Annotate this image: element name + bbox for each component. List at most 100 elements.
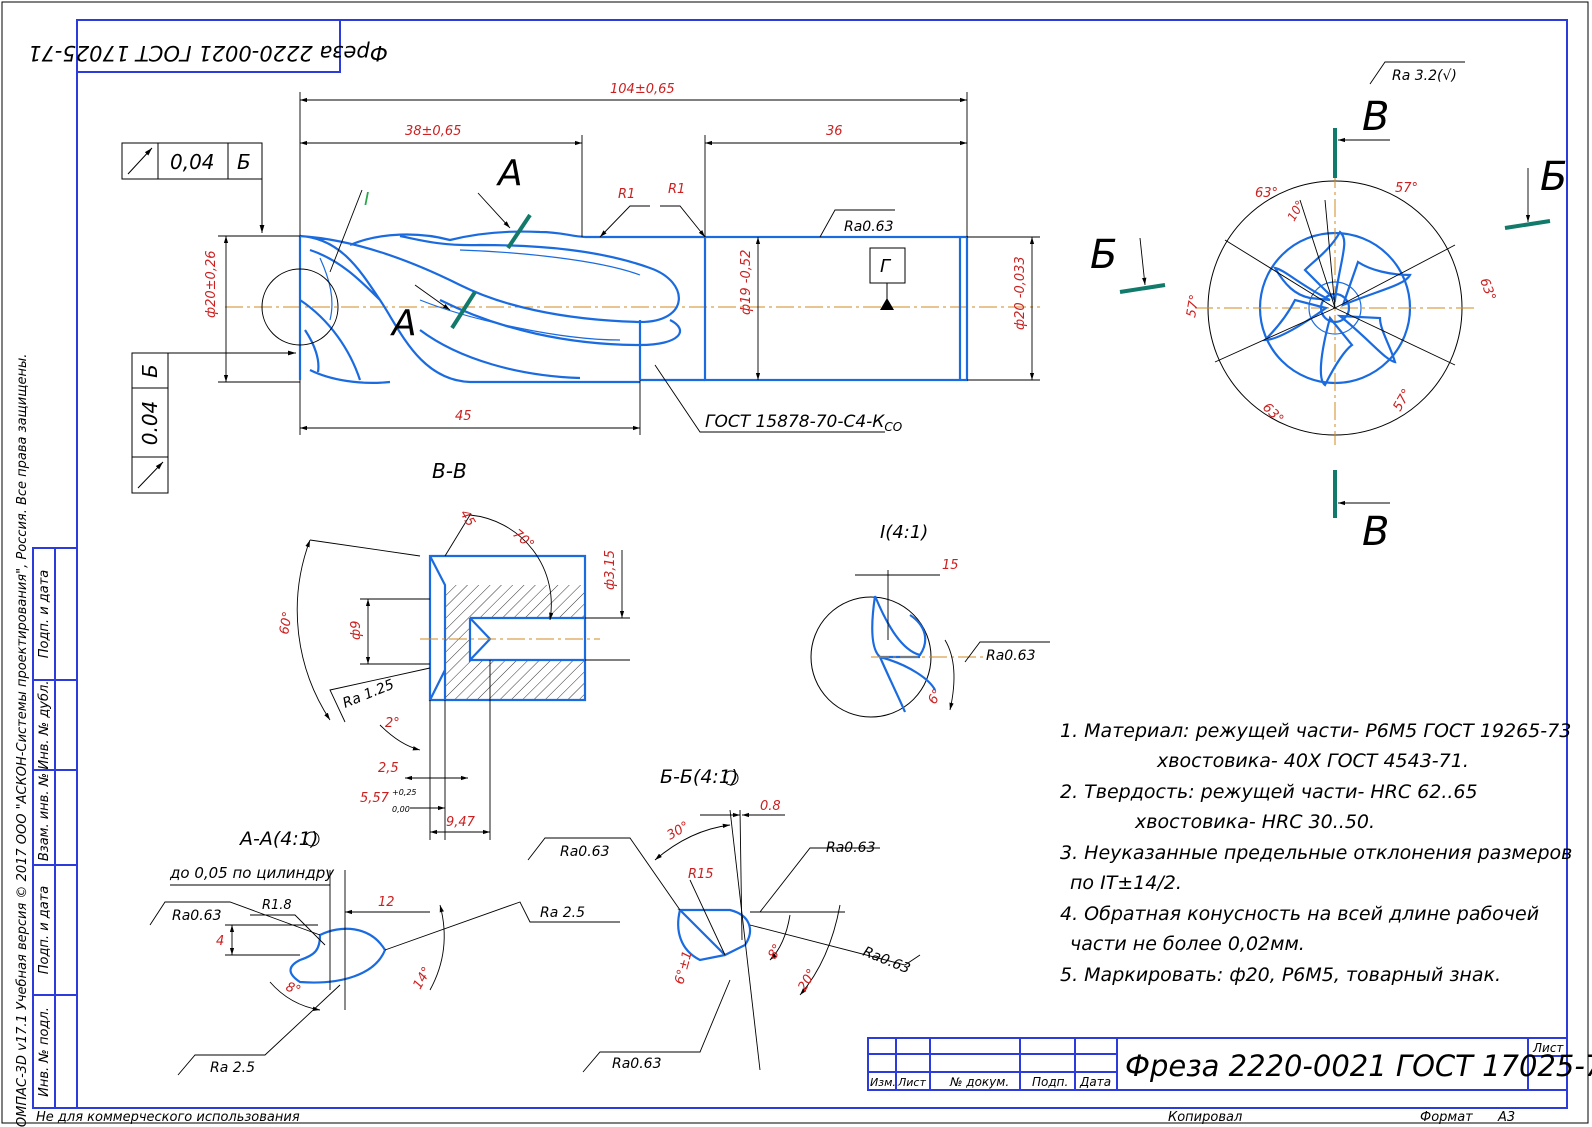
col-list: Лист [897, 1076, 926, 1089]
vv-d9: ф9 [349, 621, 364, 640]
r1-right: R1 [668, 182, 685, 197]
drawing-frame [76, 19, 1568, 1109]
bb-ra4: Ra0.63 [612, 1056, 661, 1072]
angle-63-right: 63° [1476, 276, 1498, 303]
aa-d12: 12 [378, 895, 395, 910]
aa-ra2: Ra 2.5 [540, 905, 585, 921]
ra-shank: Ra0.63 [844, 219, 893, 235]
strip-cell-3: Взам. инв. № [37, 773, 52, 861]
note-3b: по IT±14/2. [1070, 872, 1182, 894]
sec-b-left: Б [1090, 232, 1117, 278]
aa-r18: R1.8 [262, 898, 292, 913]
section-vv: В-В 60° 45 70° ф9 ф3,15 Ra 1.25 2° 2,5 5… [277, 459, 630, 840]
section-bb: Б-Б(4:1) 0.8 30° R15 Ra0.63 Ra0.63 Ra0.6… [527, 766, 921, 1073]
bb-r15: R15 [688, 867, 714, 882]
note-5: 5. Маркировать: ф20, Р6М5, товарный знак… [1060, 964, 1501, 986]
cutting-flutes [298, 230, 682, 384]
end-view: 63° 57° 63° 57° 63° 57° 10° Ra 3.2(√) В … [1090, 61, 1567, 555]
vv-a60: 60° [277, 610, 296, 635]
gost-note: ГОСТ 15878-70-С4-КСО [705, 412, 902, 434]
section-a-top: А [496, 153, 523, 194]
datum-g: Г [880, 256, 892, 277]
sec-b-right: Б [1540, 154, 1567, 200]
dim-36: 36 [826, 124, 843, 139]
vv-d25: 2,5 [378, 761, 399, 776]
detail-title: I(4:1) [880, 522, 928, 543]
aa-ra3: Ra 2.5 [210, 1060, 255, 1076]
detail-i-label: I [364, 189, 369, 210]
ra-general: Ra 3.2(√) [1392, 68, 1457, 84]
svg-text:0,04: 0,04 [170, 150, 215, 174]
svg-text:0.04: 0.04 [138, 401, 162, 446]
vv-d947: 9,47 [446, 815, 476, 830]
bb-ra1: Ra0.63 [560, 844, 609, 860]
copied-label: Копировал [1168, 1110, 1242, 1125]
col-date: Дата [1079, 1075, 1111, 1089]
r1-left: R1 [618, 187, 635, 202]
strip-cell-2: Инв. № дубл. [37, 681, 52, 770]
aa-d4: 4 [216, 934, 224, 949]
col-izm: Изм. [870, 1076, 896, 1089]
dim-104: 104±0,65 [610, 82, 675, 97]
vv-a2: 2° [385, 716, 400, 731]
bb-a20: 20° [795, 967, 820, 994]
angle-57-top: 57° [1395, 181, 1418, 196]
section-vv-title: В-В [432, 459, 467, 483]
strip-cell-5: Инв. № подл. [37, 1007, 52, 1097]
title-block: Изм. Лист № докум. Подп. Дата Фреза 2220… [36, 1037, 1592, 1125]
sec-v-bot: В [1362, 509, 1389, 555]
bb-ra3: Ra0.63 [861, 944, 913, 977]
sec-v-top: В [1362, 94, 1389, 140]
end-flutes [1262, 230, 1412, 387]
col-sign: Подп. [1032, 1075, 1068, 1089]
tolerance-frame-top: 0,04 Б [121, 142, 265, 233]
detail-circle-i [261, 268, 339, 346]
note-1b: хвостовика- 40Х ГОСТ 4543-71. [1156, 750, 1469, 772]
svg-text:Б: Б [138, 364, 162, 378]
vv-tol-dn: 0,00 [392, 805, 410, 814]
stamp-title: Фреза 2220-0021 ГОСТ 17025-71 [1125, 1049, 1592, 1083]
angle-10: 10° [1284, 198, 1307, 223]
bb-a6: 6°±1 [672, 949, 695, 986]
vv-d557: 5,57 [360, 791, 390, 806]
copyright-text: КОМПАС-3D v17.1 Учебная версия © 2017 ОО… [15, 354, 30, 1127]
section-aa-title: А-А(4:1) [238, 828, 318, 850]
main-view: I А А 104±0,65 38±0,65 36 45 ф20±0,26 ф1… [121, 82, 1040, 494]
note-4b: части не более 0,02мм. [1070, 933, 1305, 955]
bb-a8: 8° [765, 942, 785, 962]
strip-cell-4: Подп. и дата [37, 886, 52, 975]
angle-57-left: 57° [1184, 293, 1203, 318]
note-3a: 3. Неуказанные предельные отклонения раз… [1060, 842, 1572, 864]
section-a-mid: А [390, 303, 417, 344]
noncommercial-label: Не для коммерческого использования [36, 1110, 300, 1125]
technical-notes: 1. Материал: режущей части- Р6М5 ГОСТ 19… [1060, 720, 1572, 986]
col-doc: № докум. [949, 1075, 1009, 1089]
section-bb-title: Б-Б(4:1) [660, 766, 738, 788]
svg-text:Б: Б [237, 150, 251, 174]
detail-a6: 6° [925, 687, 945, 707]
dim-45: 45 [455, 409, 472, 424]
format-value: A3 [1497, 1110, 1515, 1125]
bb-d08: 0.8 [760, 799, 781, 814]
aa-a8: 8° [284, 980, 303, 999]
dim-38: 38±0,65 [405, 124, 461, 139]
detail-view: I(4:1) 15 Ra0.63 6° [810, 522, 1050, 718]
format-label: Формат [1420, 1110, 1473, 1125]
sheet-label: Лист [1532, 1041, 1564, 1055]
dim-d20-shank: ф20 -0,033 [1013, 256, 1028, 330]
note-2a: 2. Твердость: режущей части- HRC 62..65 [1060, 781, 1478, 803]
bb-a30: 30° [665, 819, 692, 844]
tolerance-frame-left: 0.04 Б [131, 350, 296, 494]
note-4a: 4. Обратная конусность на всей длине раб… [1060, 903, 1539, 925]
detail-d15: 15 [942, 558, 959, 573]
angle-63-top: 63° [1255, 186, 1278, 201]
strip-cell-1: Подп. и дата [37, 570, 52, 659]
rotated-title: Фреза 2220-0021 ГОСТ 17025-71 [28, 41, 388, 65]
vv-tol-up: +0,25 [392, 788, 417, 797]
shank [703, 235, 969, 382]
bb-ra2: Ra0.63 [826, 840, 875, 856]
dim-d20: ф20±0,26 [204, 251, 219, 319]
vv-d45: 45 [457, 508, 478, 530]
